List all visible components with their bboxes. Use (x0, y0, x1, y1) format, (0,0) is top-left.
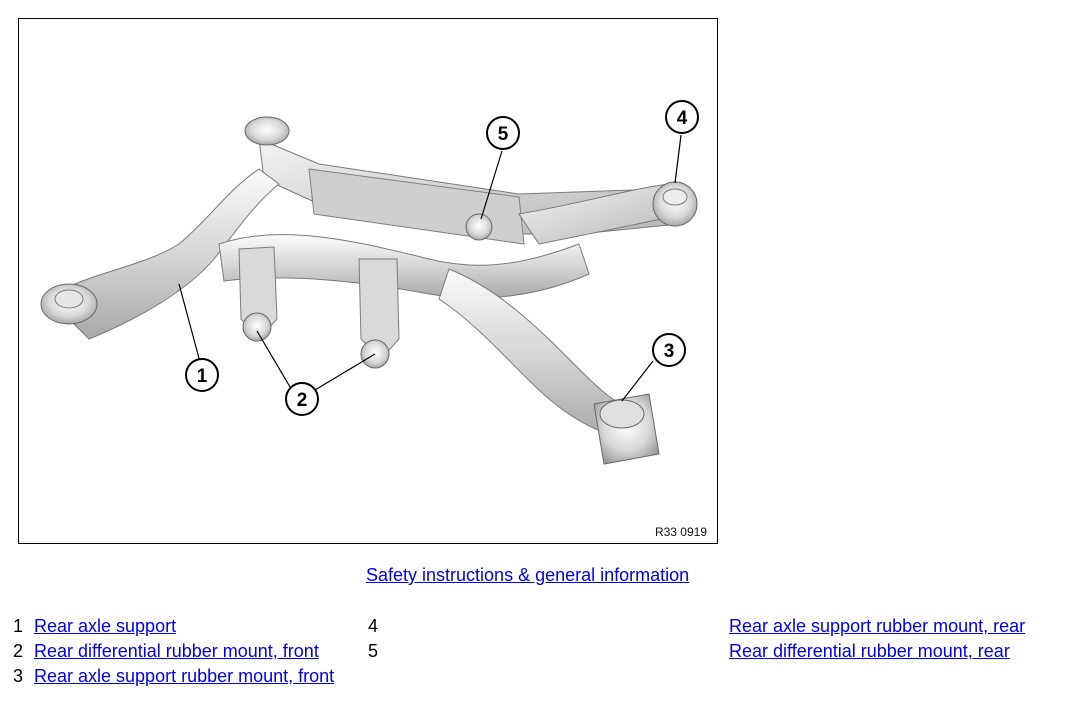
svg-text:2: 2 (297, 390, 308, 411)
svg-text:5: 5 (498, 124, 509, 145)
legend-number-2: 2 (13, 641, 24, 661)
safety-instructions-link[interactable]: Safety instructions & general informatio… (366, 565, 690, 585)
legend-number-1: 1 (13, 616, 24, 636)
legend-link-rear-axle-support[interactable]: Rear axle support (34, 616, 177, 636)
legend-link-rear-axle-support-mount-front[interactable]: Rear axle support rubber mount, front (34, 666, 335, 686)
legend-link-rear-axle-support-mount-rear[interactable]: Rear axle support rubber mount, rear (729, 616, 1026, 636)
callout-4: 4 (665, 100, 699, 134)
callout-5: 5 (486, 116, 520, 150)
legend-number-3: 3 (13, 666, 24, 686)
callout-1: 1 (185, 358, 219, 392)
legend-number-5: 5 (368, 641, 379, 661)
figure-id-label: R33 0919 (654, 525, 707, 539)
callout-2: 2 (285, 382, 319, 416)
legend-number-4: 4 (368, 616, 379, 636)
legend-link-rear-differential-mount-front[interactable]: Rear differential rubber mount, front (34, 641, 319, 661)
legend-link-rear-differential-mount-rear[interactable]: Rear differential rubber mount, rear (729, 641, 1010, 661)
callout-3: 3 (652, 333, 686, 367)
svg-text:4: 4 (677, 108, 688, 129)
svg-text:3: 3 (664, 341, 675, 362)
axle-illustration-figure: 1 2 3 4 5 R33 0919 (18, 18, 718, 544)
svg-text:1: 1 (197, 366, 208, 387)
rear-axle-support-drawing: 1 2 3 4 5 (40, 100, 699, 465)
